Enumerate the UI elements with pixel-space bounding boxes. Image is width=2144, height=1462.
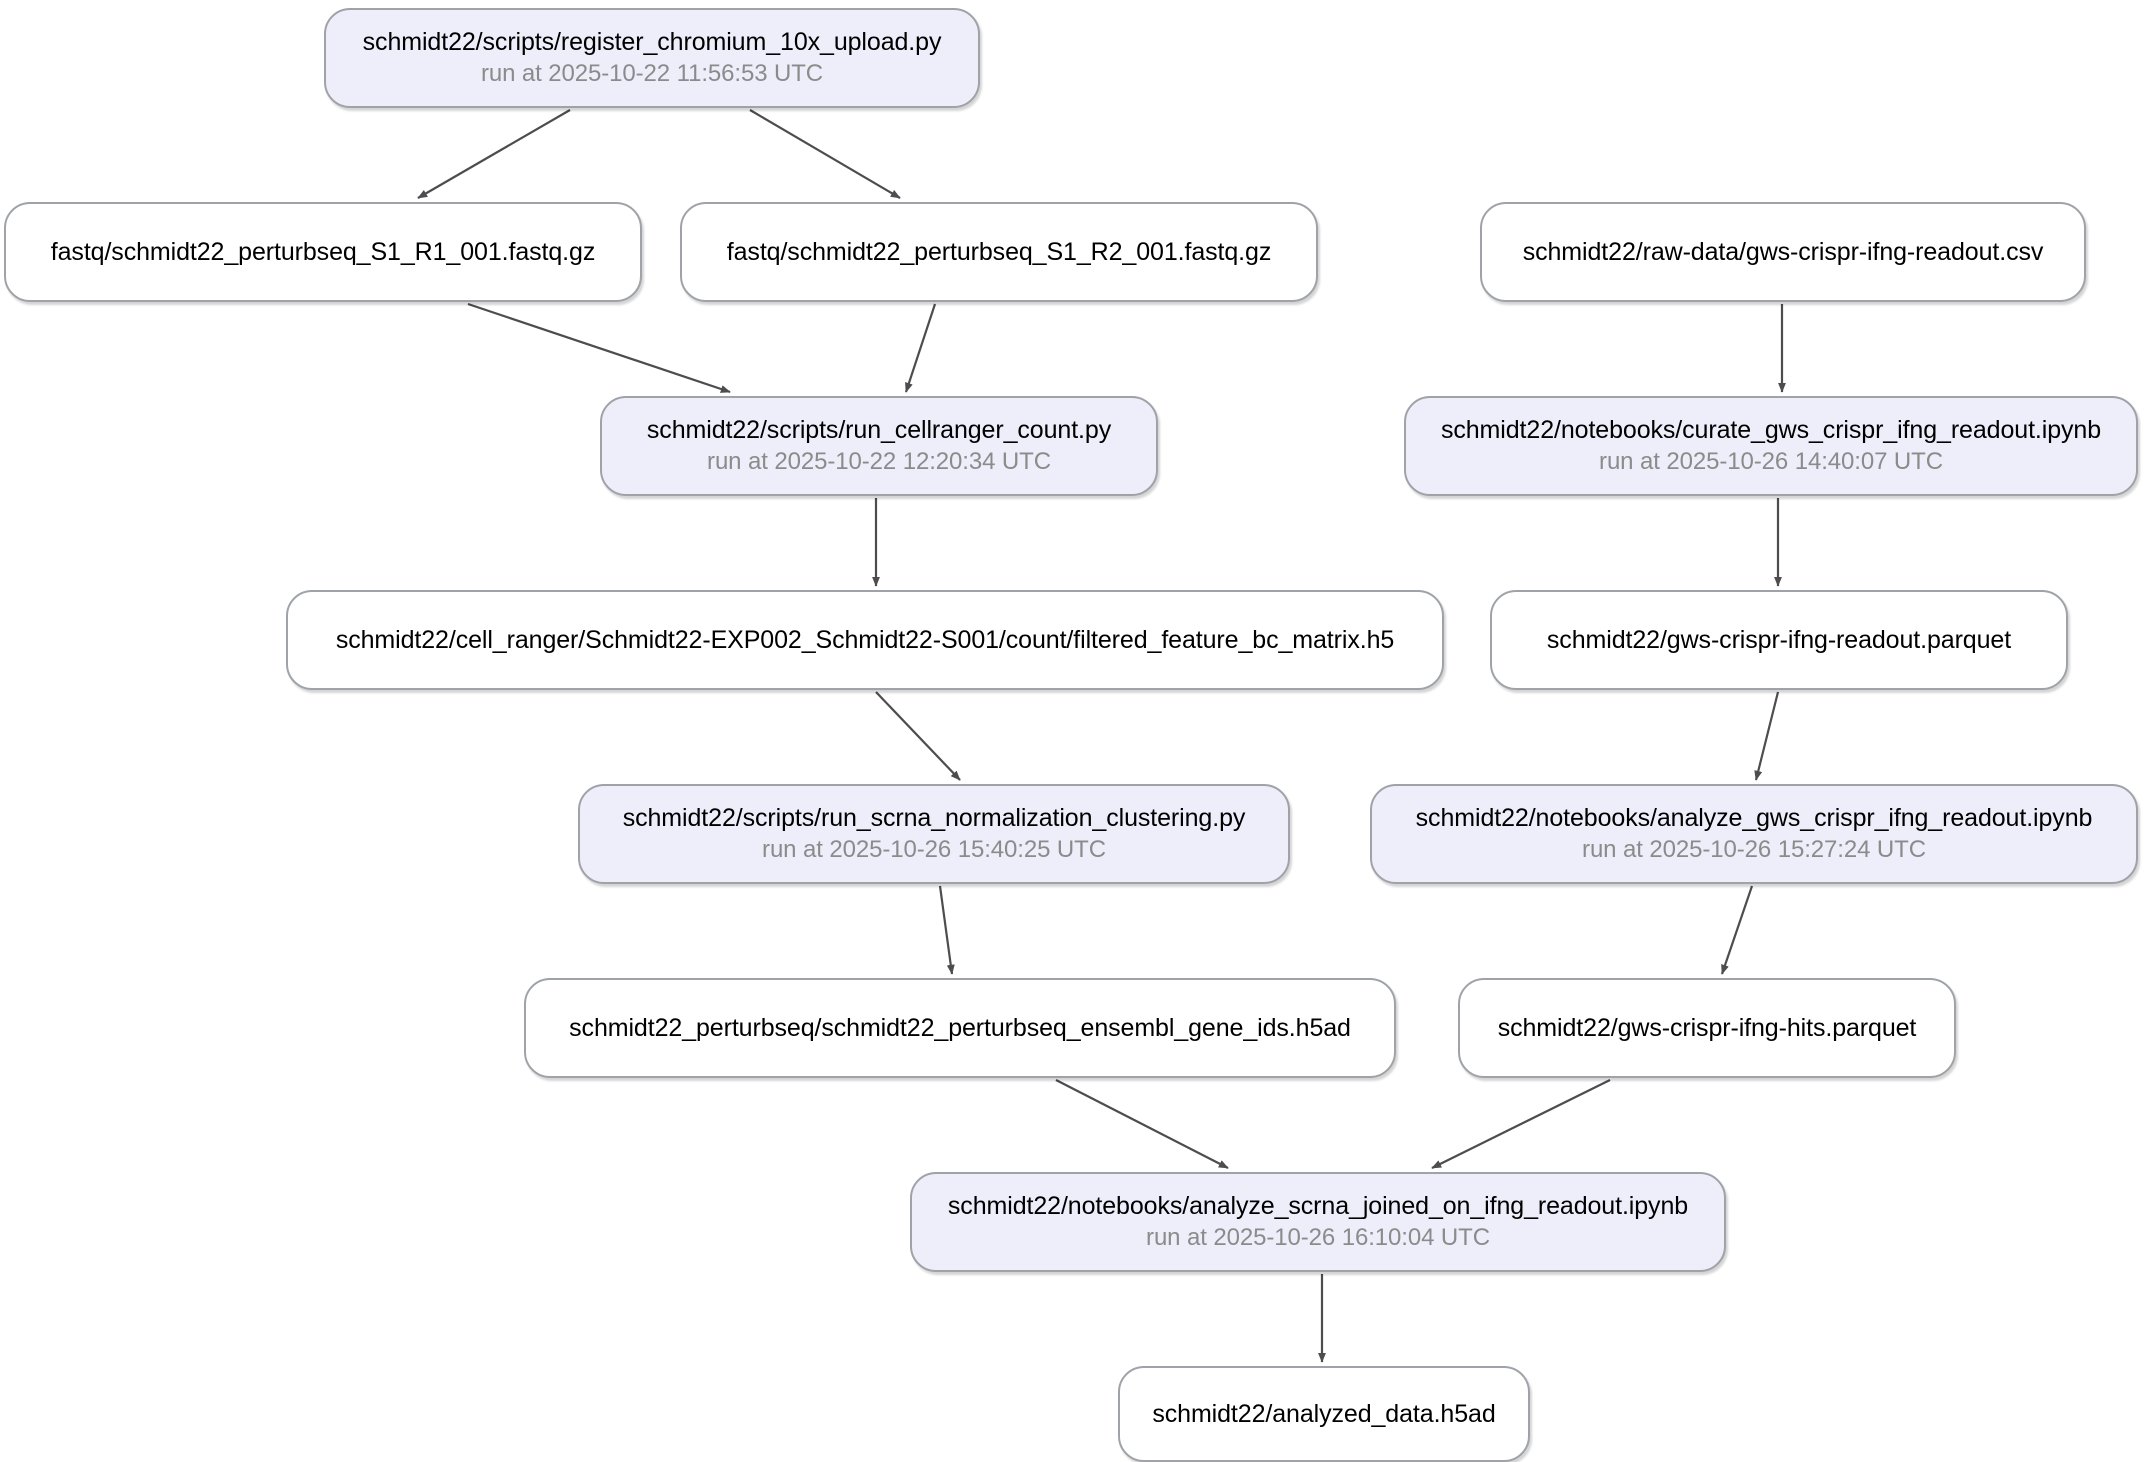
node-title: schmidt22/cell_ranger/Schmidt22-EXP002_S… <box>335 626 1395 654</box>
edge-fastq_r1-to-cellranger_script <box>467 302 731 394</box>
edge-register_script-to-fastq_r1 <box>417 109 571 199</box>
node-run-timestamp: run at 2025-10-26 15:40:25 UTC <box>762 836 1106 863</box>
node-title: schmidt22/scripts/run_cellranger_count.p… <box>646 416 1112 444</box>
node-title: schmidt22/gws-crispr-ifng-readout.parque… <box>1546 626 2012 654</box>
node-run-timestamp: run at 2025-10-26 14:40:07 UTC <box>1599 448 1943 475</box>
node-run-timestamp: run at 2025-10-22 12:20:34 UTC <box>707 448 1051 475</box>
edge-normalization_script-to-ensembl_h5ad <box>938 885 955 975</box>
node-title: schmidt22/notebooks/analyze_scrna_joined… <box>947 1192 1689 1220</box>
node-run-timestamp: run at 2025-10-26 16:10:04 UTC <box>1146 1224 1490 1251</box>
graph-node-hits_parquet[interactable]: schmidt22/gws-crispr-ifng-hits.parquet <box>1458 978 1956 1078</box>
graph-node-ensembl_h5ad[interactable]: schmidt22_perturbseq/schmidt22_perturbse… <box>524 978 1396 1078</box>
graph-node-register_script[interactable]: schmidt22/scripts/register_chromium_10x_… <box>324 8 980 108</box>
node-title: fastq/schmidt22_perturbseq_S1_R1_001.fas… <box>50 238 596 266</box>
node-title: schmidt22/scripts/register_chromium_10x_… <box>362 28 942 56</box>
graph-node-curate_nb[interactable]: schmidt22/notebooks/curate_gws_crispr_if… <box>1404 396 2138 496</box>
node-title: schmidt22/analyzed_data.h5ad <box>1152 1400 1496 1428</box>
edge-analyze_readout_nb-to-hits_parquet <box>1720 885 1754 975</box>
node-run-timestamp: run at 2025-10-26 15:27:24 UTC <box>1582 836 1926 863</box>
graph-node-readout_parquet[interactable]: schmidt22/gws-crispr-ifng-readout.parque… <box>1490 590 2068 690</box>
node-title: schmidt22_perturbseq/schmidt22_perturbse… <box>569 1014 1351 1042</box>
node-title: schmidt22/gws-crispr-ifng-hits.parquet <box>1497 1014 1917 1042</box>
graph-node-cellranger_script[interactable]: schmidt22/scripts/run_cellranger_count.p… <box>600 396 1158 496</box>
edge-readout_parquet-to-analyze_readout_nb <box>1754 691 1780 781</box>
edge-hits_parquet-to-joined_nb <box>1431 1079 1611 1169</box>
edge-register_script-to-fastq_r2 <box>749 109 901 199</box>
node-run-timestamp: run at 2025-10-22 11:56:53 UTC <box>480 60 824 87</box>
edge-ensembl_h5ad-to-joined_nb <box>1055 1079 1229 1169</box>
graph-node-joined_nb[interactable]: schmidt22/notebooks/analyze_scrna_joined… <box>910 1172 1726 1272</box>
edge-filtered_matrix-to-normalization_script <box>875 691 961 781</box>
node-title: schmidt22/scripts/run_scrna_normalizatio… <box>622 804 1246 832</box>
graph-node-raw_csv[interactable]: schmidt22/raw-data/gws-crispr-ifng-reado… <box>1480 202 2086 302</box>
graph-node-analyze_readout_nb[interactable]: schmidt22/notebooks/analyze_gws_crispr_i… <box>1370 784 2138 884</box>
graph-node-filtered_matrix[interactable]: schmidt22/cell_ranger/Schmidt22-EXP002_S… <box>286 590 1444 690</box>
graph-node-fastq_r1[interactable]: fastq/schmidt22_perturbseq_S1_R1_001.fas… <box>4 202 642 302</box>
node-title: schmidt22/notebooks/curate_gws_crispr_if… <box>1440 416 2102 444</box>
node-title: schmidt22/notebooks/analyze_gws_crispr_i… <box>1415 804 2093 832</box>
graph-node-analyzed_h5ad[interactable]: schmidt22/analyzed_data.h5ad <box>1118 1366 1530 1462</box>
node-title: fastq/schmidt22_perturbseq_S1_R2_001.fas… <box>726 238 1272 266</box>
edge-fastq_r2-to-cellranger_script <box>904 303 937 393</box>
graph-node-normalization_script[interactable]: schmidt22/scripts/run_scrna_normalizatio… <box>578 784 1290 884</box>
node-title: schmidt22/raw-data/gws-crispr-ifng-reado… <box>1522 238 2044 266</box>
graph-node-fastq_r2[interactable]: fastq/schmidt22_perturbseq_S1_R2_001.fas… <box>680 202 1318 302</box>
